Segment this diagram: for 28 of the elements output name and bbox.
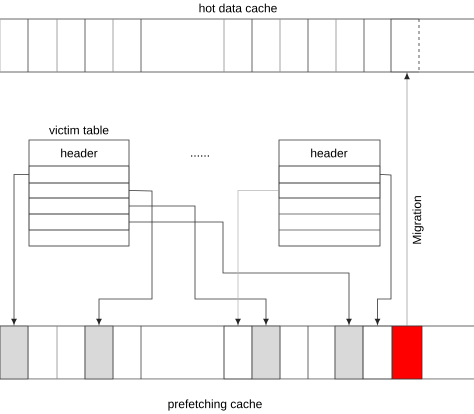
table-row — [28, 182, 130, 198]
cache-cell — [0, 326, 28, 380]
cache-cell — [224, 326, 252, 380]
arrow — [235, 190, 280, 325]
cache-cell — [392, 326, 422, 380]
cache-title: hot data cache — [199, 4, 277, 12]
arrow — [128, 222, 352, 325]
header-cell: header — [61, 148, 98, 158]
table-row — [28, 166, 130, 184]
arrow — [404, 73, 410, 326]
ellipsis: ...... — [191, 155, 209, 157]
arrow — [96, 190, 152, 325]
arrow — [374, 174, 392, 325]
table-row — [28, 198, 130, 214]
cache-cell — [334, 326, 364, 380]
table-title: victim table — [49, 126, 108, 134]
cache-title: prefetching cache — [168, 399, 262, 411]
edge-label: Migration — [412, 196, 424, 244]
table-row — [278, 166, 380, 184]
arrow — [11, 174, 30, 325]
cache-cell — [390, 18, 420, 72]
table-row — [28, 214, 130, 230]
header-cell: header — [311, 148, 348, 158]
arrow — [128, 206, 269, 325]
cache-cell — [84, 326, 114, 380]
table-row — [278, 182, 380, 198]
cache-cell — [252, 326, 280, 380]
cache-cell — [362, 326, 392, 380]
